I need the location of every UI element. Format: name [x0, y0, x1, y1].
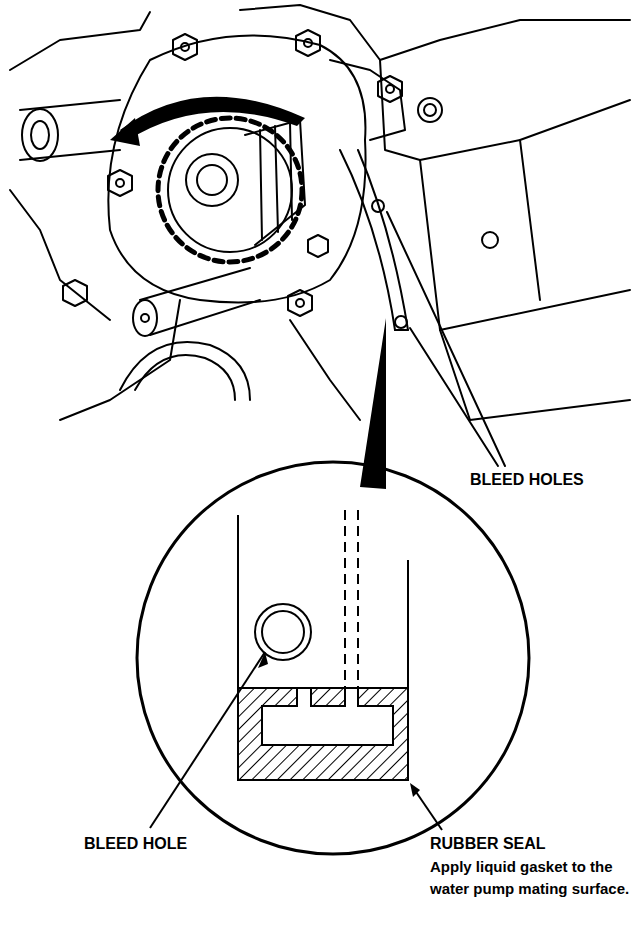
part-label: BLEED HOLES [470, 470, 584, 490]
part-label: BLEED HOLE [84, 834, 187, 854]
part-label: RUBBER SEAL [430, 834, 546, 854]
instruction-note: Apply liquid gasket to the water pump ma… [430, 856, 630, 900]
